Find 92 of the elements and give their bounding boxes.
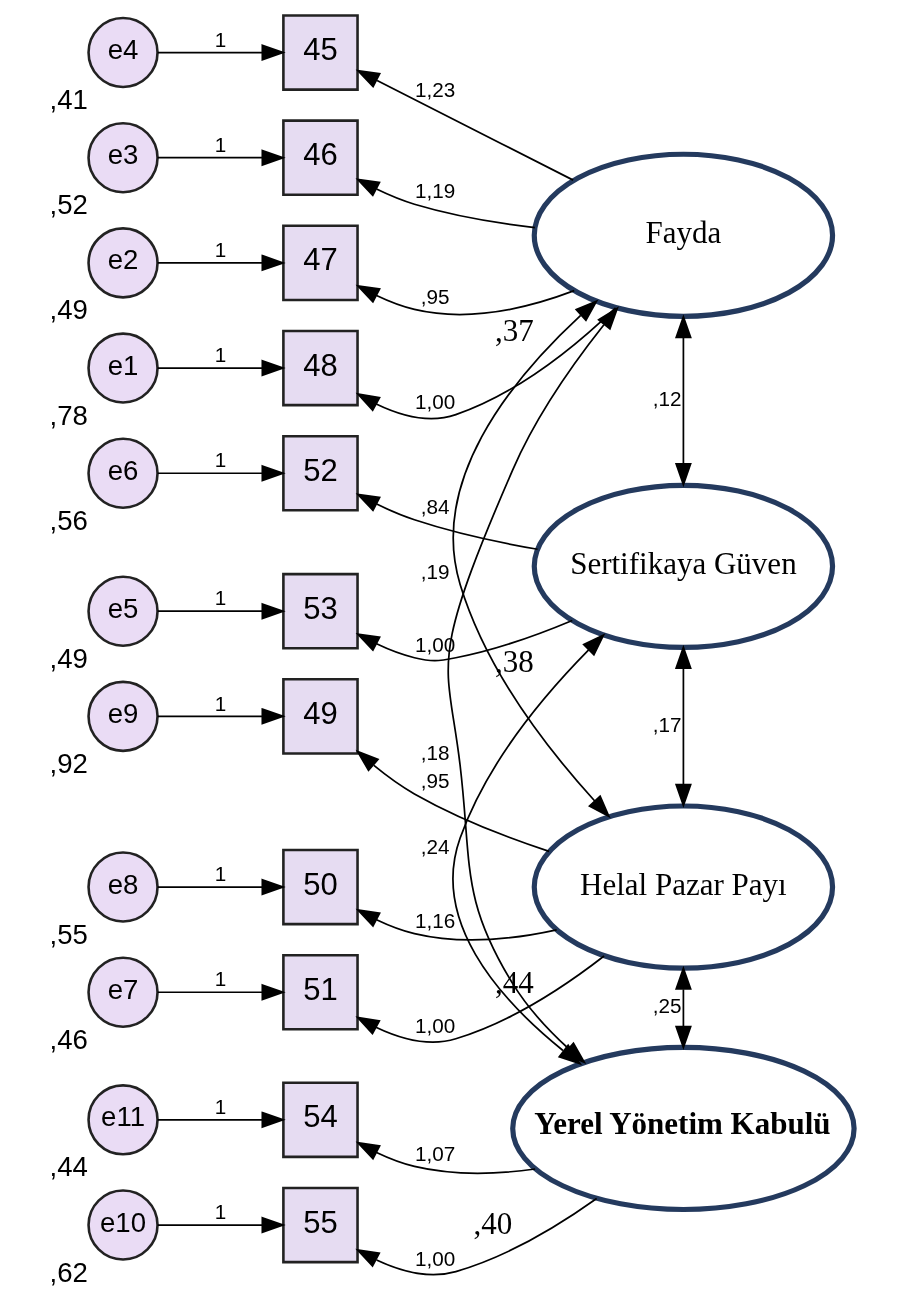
node-label: ,41	[49, 84, 88, 116]
node-box: 45	[282, 14, 359, 91]
edge-label: 1	[214, 1094, 227, 1118]
edge-label: 1,00	[415, 1246, 456, 1270]
edge-label: 1	[214, 132, 227, 156]
node-label: ,55	[49, 918, 88, 950]
edge-label: ,95	[420, 284, 450, 308]
node-circle: e7	[87, 956, 159, 1029]
arrow	[156, 602, 286, 620]
node-circle: e10	[87, 1189, 159, 1261]
edge-label: ,12	[652, 387, 682, 411]
node-label: ,44	[49, 1151, 88, 1183]
node-circle: e8	[87, 851, 159, 923]
arrow	[355, 1141, 536, 1175]
arrow	[156, 878, 286, 896]
edge-label: ,84	[420, 494, 450, 518]
edge-label: 1	[214, 862, 227, 886]
edge-label: 1	[214, 586, 227, 610]
edge-label: 1,00	[415, 1013, 456, 1037]
arrow	[355, 908, 558, 941]
node-ellipse: Sertifikaya Güven	[531, 482, 836, 650]
edge-label: 1	[214, 238, 227, 262]
node-circle: e1	[87, 332, 159, 404]
node-label: ,49	[49, 642, 88, 674]
edge-label: 1	[214, 967, 227, 991]
node-box: 48	[282, 329, 359, 407]
edge-label: ,19	[420, 559, 450, 583]
arrow	[156, 1216, 286, 1234]
arrow	[355, 493, 539, 551]
node-circle: e5	[87, 575, 159, 647]
arrow	[355, 619, 574, 662]
node-label: ,46	[49, 1023, 88, 1055]
node-ellipse: Helal Pazar Payı	[531, 803, 836, 971]
node-circle: e2	[87, 227, 159, 299]
edge-label: 1	[214, 1200, 227, 1224]
node-label: ,78	[49, 399, 88, 431]
node-box: 47	[282, 224, 359, 302]
node-box: 51	[282, 953, 359, 1031]
edge-label: 1,00	[415, 389, 456, 413]
arrow	[156, 149, 286, 167]
arrow	[674, 314, 692, 488]
edge-label: 1,19	[415, 179, 456, 203]
node-circle: e6	[87, 437, 159, 510]
node-circle: e9	[87, 680, 159, 753]
node-box: 52	[282, 434, 359, 512]
edge-label: ,24	[420, 835, 450, 859]
arrow	[355, 955, 605, 1043]
edge-label: ,95	[420, 769, 450, 793]
edge-label: 1,16	[415, 908, 456, 932]
node-circle: e4	[87, 16, 159, 89]
node-label: ,38	[495, 644, 534, 680]
edge-label: 1	[214, 448, 227, 472]
node-label: ,52	[49, 189, 88, 221]
node-box: 50	[282, 848, 359, 926]
edge-label: 1	[214, 691, 227, 715]
arrow	[156, 359, 286, 377]
arrow	[674, 644, 692, 808]
node-circle: e3	[87, 121, 159, 194]
edge-label: ,17	[652, 713, 682, 737]
node-ellipse: Fayda	[531, 151, 836, 319]
edge-label: 1	[214, 343, 227, 367]
node-box: 55	[282, 1186, 359, 1264]
edge-label: ,18	[420, 740, 450, 764]
node-label: ,62	[49, 1256, 88, 1288]
arrow	[355, 306, 617, 420]
edge-label: 1,23	[415, 77, 456, 101]
node-label: ,49	[49, 294, 88, 326]
edge-label: 1	[214, 27, 227, 51]
arrow	[156, 254, 286, 272]
arrow	[156, 707, 286, 725]
node-label: ,40	[473, 1206, 513, 1242]
node-label: ,37	[495, 313, 534, 349]
node-box: 46	[282, 119, 359, 197]
arrow	[156, 464, 286, 482]
arrow	[355, 178, 536, 229]
arrow	[355, 69, 574, 181]
arrow	[355, 284, 576, 316]
edge-label: ,25	[652, 994, 682, 1018]
arrow	[452, 299, 611, 819]
arrow	[156, 44, 286, 61]
edge-label: 1,07	[415, 1141, 456, 1165]
arrow	[674, 965, 692, 1050]
node-circle: e11	[87, 1084, 159, 1156]
node-box: 54	[282, 1081, 359, 1159]
arrow	[156, 983, 286, 1001]
arrow	[355, 749, 550, 853]
node-label: ,92	[49, 747, 88, 779]
node-box: 49	[282, 678, 359, 755]
arrow	[355, 1197, 598, 1276]
arrow	[156, 1111, 286, 1129]
node-label: ,56	[49, 504, 88, 536]
node-box: 53	[282, 572, 359, 650]
